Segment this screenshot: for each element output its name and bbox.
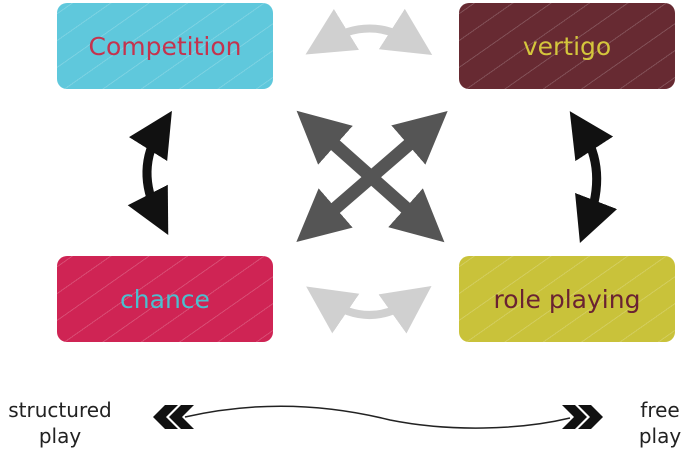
arrow-competition-vertigo [305, 8, 433, 55]
vertigo-label: vertigo [522, 31, 612, 61]
competition-label: Competition [88, 31, 242, 61]
role-playing-label: role playing [493, 284, 641, 314]
role-playing-box: role playing [459, 256, 675, 342]
chance-box: chance [57, 256, 273, 342]
double-chevron-left-icon [153, 405, 194, 429]
arrow-competition-chance [127, 110, 172, 236]
arrow-vertigo-roleplaying [569, 111, 618, 244]
arrow-cross-diagonal-2 [296, 110, 448, 243]
competition-box: Competition [57, 3, 273, 89]
structured-play-label: structured play [8, 398, 112, 448]
vertigo-box: vertigo [459, 3, 675, 89]
free-play-label: free play [638, 398, 682, 448]
chance-label: chance [120, 284, 210, 314]
arrow-chance-roleplaying [306, 286, 432, 334]
double-chevron-right-icon [562, 405, 603, 429]
scale-line [184, 405, 571, 429]
